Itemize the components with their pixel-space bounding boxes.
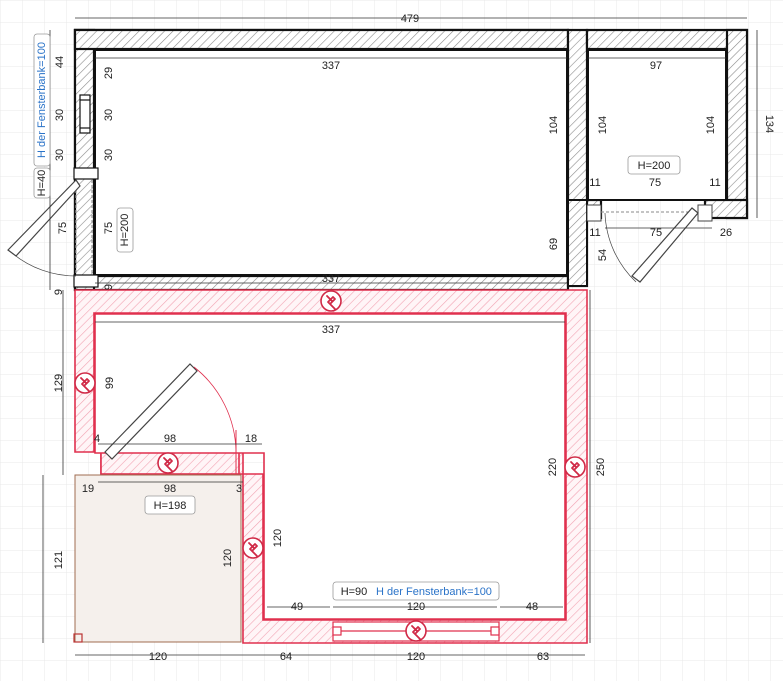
dim-new-120c: 120 (407, 601, 425, 613)
dim-main-69: 69 (548, 238, 560, 250)
height-tags: H der Fensterbank=100 H=40 H=200 H=200 H… (33, 33, 681, 601)
dim-left-75a: 75 (57, 222, 69, 234)
sill-height-left: H der Fensterbank=100 (36, 42, 48, 158)
main-top-wall (73, 28, 570, 51)
dim-left-9b: 9 (103, 284, 115, 290)
dim-small-top: 97 (650, 60, 662, 72)
dim-small-104a: 104 (597, 116, 609, 134)
dim-small-75b: 75 (650, 227, 662, 239)
dim-new-98a: 98 (164, 433, 176, 445)
hammer-icon (157, 452, 179, 474)
dim-small-54: 54 (597, 249, 609, 261)
dim-new-48: 48 (526, 601, 538, 613)
small-top-wall (585, 28, 749, 51)
main-left-wall (73, 28, 96, 292)
height-tag-h200-left: H=200 (119, 214, 131, 247)
dim-new-120a: 120 (222, 549, 234, 567)
dimension-labels: 479 337 337 97 134 44 30 30 29 30 30 75 … (53, 13, 775, 663)
dim-bottom-64: 64 (280, 651, 292, 663)
dim-small-26: 26 (720, 227, 732, 239)
height-tag-h198: H=198 (154, 500, 187, 512)
dim-new-4: 4 (94, 433, 100, 445)
height-tag-h90: H=90 (341, 586, 368, 598)
dim-left-30b: 30 (54, 149, 66, 161)
dim-left-29: 29 (103, 67, 115, 79)
inner-door (104, 363, 237, 474)
hammer-icon (320, 290, 342, 312)
hammer-icon (564, 456, 586, 478)
dim-left-75b: 75 (103, 222, 115, 234)
dim-main-top: 337 (322, 60, 340, 72)
dim-bottom-120b: 120 (407, 651, 425, 663)
height-tag-h40: H=40 (36, 170, 48, 197)
dim-small-104b: 104 (705, 116, 717, 134)
dim-new-120b: 120 (272, 529, 284, 547)
height-tag-h200-right: H=200 (638, 160, 671, 172)
left-windows (73, 94, 99, 288)
dim-bottom-120a: 120 (149, 651, 167, 663)
dim-top-total: 479 (401, 13, 419, 25)
dim-new-99: 99 (104, 377, 116, 389)
dim-left-44: 44 (54, 56, 66, 68)
dim-left-30d: 30 (103, 149, 115, 161)
dim-new-220: 220 (547, 458, 559, 476)
dim-small-11a: 11 (589, 177, 600, 189)
dim-new-49: 49 (291, 601, 303, 613)
dim-new-98b: 98 (164, 483, 176, 495)
dim-new-top-337: 337 (322, 324, 340, 336)
existing-walls (73, 28, 749, 292)
dim-small-11c: 11 (589, 227, 600, 239)
small-room-door (586, 204, 713, 283)
hammer-icon (405, 620, 427, 642)
dim-new-18: 18 (245, 433, 257, 445)
dim-new-250: 250 (595, 458, 607, 476)
dim-right-total: 134 (763, 115, 775, 133)
hammer-icon (74, 372, 96, 394)
dim-small-11b: 11 (709, 177, 720, 189)
hammer-icon (242, 537, 264, 559)
dim-left-30a: 30 (54, 109, 66, 121)
left-door (7, 179, 81, 277)
small-right-wall (725, 28, 749, 220)
dim-bottom-63: 63 (537, 651, 549, 663)
dim-main-bottom: 337 (322, 273, 340, 285)
dim-new-19: 19 (82, 483, 94, 495)
sill-height-bottom: H der Fensterbank=100 (376, 586, 492, 598)
dim-new-121: 121 (53, 551, 65, 569)
dim-small-75a: 75 (649, 177, 661, 189)
dim-new-left-129: 129 (53, 374, 65, 392)
dim-main-104: 104 (548, 116, 560, 134)
dim-left-30c: 30 (103, 109, 115, 121)
dim-new-3: 3 (236, 483, 242, 495)
dim-left-9a: 9 (53, 289, 65, 295)
